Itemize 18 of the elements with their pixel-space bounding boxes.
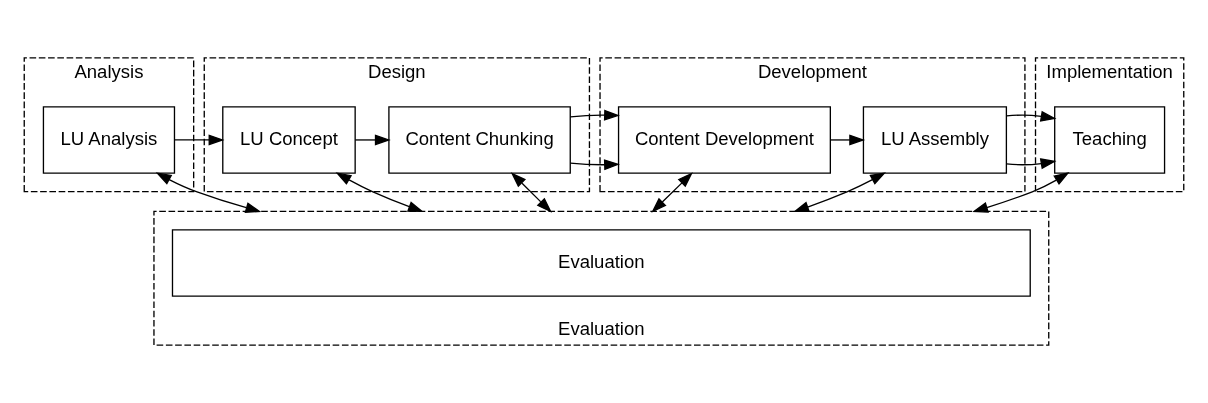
node-box: Content Development <box>617 106 831 174</box>
arrow <box>793 172 886 213</box>
arrow <box>651 172 693 213</box>
node-box: LU Concept <box>222 106 356 174</box>
arrow <box>972 172 1070 213</box>
node-box: LU Assembly <box>862 106 1008 174</box>
arrow <box>155 172 262 213</box>
node-box: Content Chunking <box>388 106 571 174</box>
arrow <box>1005 110 1057 170</box>
arrow <box>829 134 866 146</box>
node-box: Teaching <box>1054 106 1166 174</box>
node-box: Evaluation <box>171 229 1031 297</box>
node-box: LU Analysis <box>42 106 176 174</box>
arrow <box>335 172 424 213</box>
arrow <box>174 134 225 146</box>
arrow <box>569 109 620 171</box>
arrow <box>354 134 391 146</box>
arrow <box>510 172 552 213</box>
